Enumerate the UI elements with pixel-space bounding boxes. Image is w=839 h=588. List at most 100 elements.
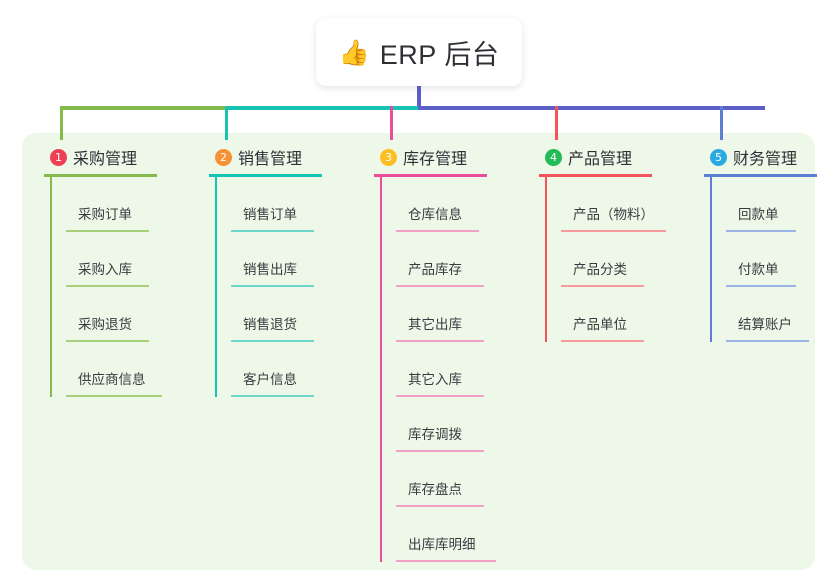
branch-trunk-2 [215,177,217,397]
branch-title-4: 产品管理 [568,151,633,168]
drop-leg-3 [390,106,393,140]
branch-underline-4 [539,174,652,177]
branch-children-4: 产品（物料） 产品分类产品单位 [545,177,679,342]
leaf-node-underline [231,230,314,232]
leaf-node-underline [396,230,479,232]
leaf-node-underline [726,285,796,287]
leaf-node[interactable]: 产品分类 [561,232,679,287]
leaf-node[interactable]: 仓库信息 [396,177,514,232]
leaf-node-label: 销售出库 [243,262,297,277]
branch-number-badge-3: 3 [380,148,397,166]
leaf-node[interactable]: 产品库存 [396,232,514,287]
branch-underline-2 [209,174,322,177]
leaf-node-label: 其它入库 [408,372,462,387]
leaf-node-label: 产品单位 [573,317,627,332]
leaf-node[interactable]: 销售退货 [231,287,349,342]
leaf-node[interactable]: 结算账户 [726,287,839,342]
leaf-node-label: 库存调拨 [408,427,462,442]
leaf-node-underline [66,395,162,397]
leaf-node-underline [396,340,484,342]
leaf-node[interactable]: 采购订单 [66,177,184,232]
leaf-node-underline [396,395,484,397]
leaf-node-label: 仓库信息 [408,207,462,222]
leaf-node[interactable]: 回款单 [726,177,839,232]
diagram-panel [22,133,815,570]
leaf-node-underline [396,505,484,507]
leaf-node-label: 采购退货 [78,317,132,332]
leaf-node-underline [66,285,149,287]
bus-segment-2 [226,106,418,110]
leaf-node-label: 产品库存 [408,262,462,277]
thumbs-up-icon: 👍 [338,37,370,67]
leaf-node-underline [726,340,809,342]
leaf-node[interactable]: 库存调拨 [396,397,514,452]
branch-title-3: 库存管理 [403,151,468,168]
leaf-node-label: 采购订单 [78,207,132,222]
branch-title-5: 财务管理 [733,151,798,168]
leaf-node-underline [396,285,484,287]
leaf-node[interactable]: 库存盘点 [396,452,514,507]
leaf-node[interactable]: 其它入库 [396,342,514,397]
leaf-node-label: 回款单 [738,207,779,222]
leaf-node[interactable]: 产品单位 [561,287,679,342]
drop-leg-2 [225,106,228,140]
bus-segment-3 [418,106,765,110]
branch-column-3[interactable]: 3 库存管理仓库信息产品库存其它出库其它入库库存调拨库存盘点出库库明细 [364,144,514,562]
leaf-node-label: 产品分类 [573,262,627,277]
leaf-node-label: 销售订单 [243,207,297,222]
branch-underline-1 [44,174,157,177]
branch-trunk-1 [50,177,52,397]
leaf-node-underline [726,230,796,232]
leaf-node-label: 出库库明细 [408,537,476,552]
drop-leg-4 [555,106,558,140]
branch-children-5: 回款单付款单结算账户 [710,177,839,342]
branch-column-4[interactable]: 4 产品管理产品（物料） 产品分类产品单位 [529,144,679,342]
bus-segment-1 [60,106,226,110]
leaf-node-label: 销售退货 [243,317,297,332]
root-node-title: ERP 后台 [379,39,500,70]
leaf-node-label: 付款单 [738,262,779,277]
leaf-node-underline [561,285,644,287]
leaf-node-label: 库存盘点 [408,482,462,497]
branch-children-2: 销售订单销售出库销售退货客户信息 [215,177,349,397]
branch-header-4[interactable]: 4 产品管理 [529,144,679,170]
leaf-node[interactable]: 采购退货 [66,287,184,342]
branch-title-2: 销售管理 [238,151,303,168]
leaf-node-underline [66,340,149,342]
leaf-node[interactable]: 采购入库 [66,232,184,287]
leaf-node[interactable]: 销售出库 [231,232,349,287]
leaf-node[interactable]: 供应商信息 [66,342,184,397]
leaf-node[interactable]: 销售订单 [231,177,349,232]
branch-underline-3 [374,174,487,177]
leaf-node-label: 客户信息 [243,372,297,387]
leaf-node-label: 结算账户 [738,317,792,332]
drop-leg-5 [720,106,723,140]
leaf-node-label: 供应商信息 [78,372,146,387]
leaf-node[interactable]: 产品（物料） [561,177,679,232]
branch-header-3[interactable]: 3 库存管理 [364,144,514,170]
root-stem-connector [417,86,421,108]
branch-children-3: 仓库信息产品库存其它出库其它入库库存调拨库存盘点出库库明细 [380,177,514,562]
leaf-node-underline [66,230,149,232]
leaf-node-underline [396,450,484,452]
leaf-node-underline [231,395,314,397]
branch-number-badge-4: 4 [545,148,562,166]
leaf-node[interactable]: 付款单 [726,232,839,287]
leaf-node[interactable]: 客户信息 [231,342,349,397]
leaf-node[interactable]: 出库库明细 [396,507,514,562]
leaf-node-underline [231,285,314,287]
leaf-node-label: 采购入库 [78,262,132,277]
root-node[interactable]: 👍 ERP 后台 [316,18,522,86]
leaf-node-underline [561,230,666,232]
leaf-node-underline [561,340,644,342]
drop-leg-1 [60,106,63,140]
branch-children-1: 采购订单采购入库采购退货供应商信息 [50,177,184,397]
leaf-node[interactable]: 其它出库 [396,287,514,342]
